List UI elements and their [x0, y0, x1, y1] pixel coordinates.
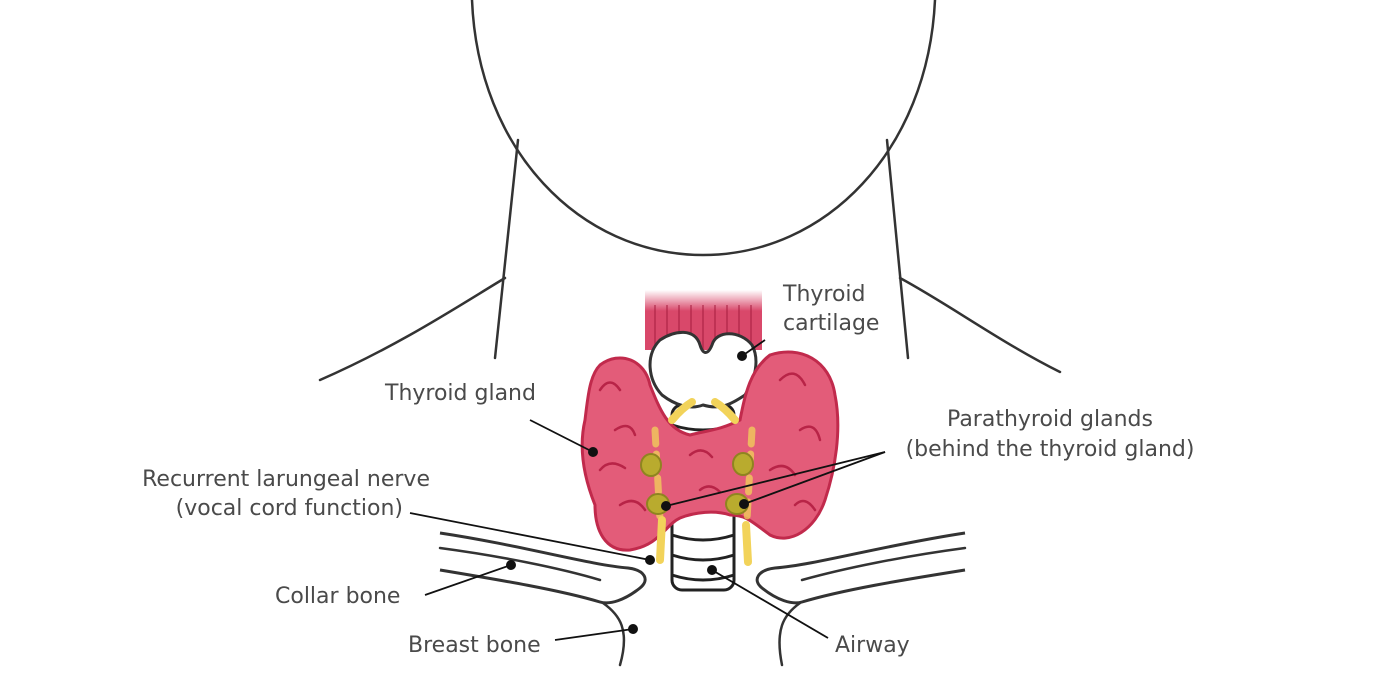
collar-bone-left: [438, 531, 647, 605]
label-breast-bone: Breast bone: [408, 633, 541, 658]
shoulder-left-outline: [318, 276, 507, 382]
thyroid-gland: [580, 350, 840, 552]
neck-left-outline: [493, 138, 520, 360]
breast-bone-outline: [601, 601, 802, 667]
shoulder-right-outline: [898, 276, 1062, 374]
label-collar-bone: Collar bone: [275, 584, 400, 609]
label-thyroid-cartilage-line1: Thyroid: [782, 282, 866, 307]
label-parathyroid-line2: (behind the thyroid gland): [906, 437, 1195, 462]
collar-bone-right: [755, 531, 967, 605]
label-nerve-line2: (vocal cord function): [176, 496, 403, 521]
label-nerve-line1: Recurrent larungeal nerve: [142, 467, 430, 492]
label-thyroid-gland: Thyroid gland: [384, 381, 536, 406]
label-thyroid-cartilage-line2: cartilage: [783, 311, 879, 336]
label-parathyroid-line1: Parathyroid glands: [947, 407, 1153, 432]
label-airway: Airway: [835, 633, 910, 658]
head-outline: [470, 0, 937, 257]
neck-right-outline: [885, 138, 910, 360]
label-pointers: [409, 339, 886, 641]
